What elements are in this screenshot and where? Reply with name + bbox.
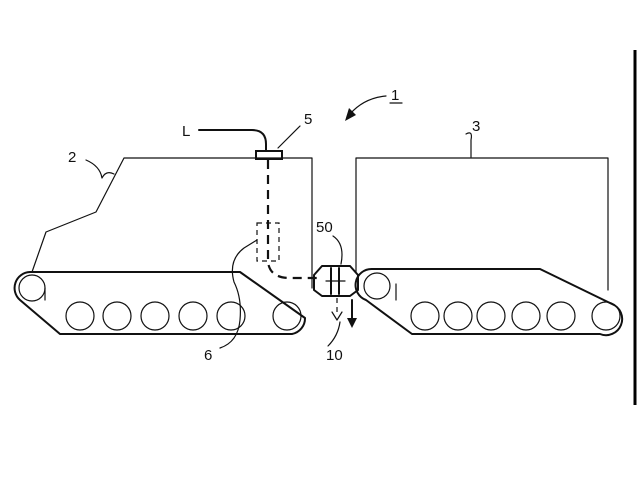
leader-5	[277, 125, 301, 149]
rear-vehicle-body	[355, 157, 609, 291]
leader-6	[219, 239, 258, 349]
internal-tank	[256, 222, 280, 262]
label-outlet: 10	[326, 347, 343, 364]
label-vehicle-front: 2	[68, 149, 76, 166]
label-port: 5	[304, 111, 312, 128]
label-pipe: 6	[204, 347, 212, 364]
outlet-arrows	[331, 298, 357, 328]
front-track	[13, 271, 307, 335]
front-vehicle-body	[31, 157, 313, 289]
figure-arrow	[345, 95, 403, 121]
internal-line	[266, 160, 322, 280]
leader-50	[332, 235, 343, 265]
leader-10	[327, 321, 341, 347]
roof-port	[255, 150, 283, 160]
label-fig: 1	[391, 87, 399, 104]
coupling-50	[313, 265, 359, 297]
label-coupling: 50	[316, 219, 333, 236]
rear-track	[354, 267, 624, 337]
label-line: L	[182, 123, 190, 140]
label-vehicle-rear: 3	[472, 118, 480, 135]
leader-2	[85, 159, 115, 179]
leader-3	[465, 132, 473, 158]
supply-line	[198, 129, 267, 152]
